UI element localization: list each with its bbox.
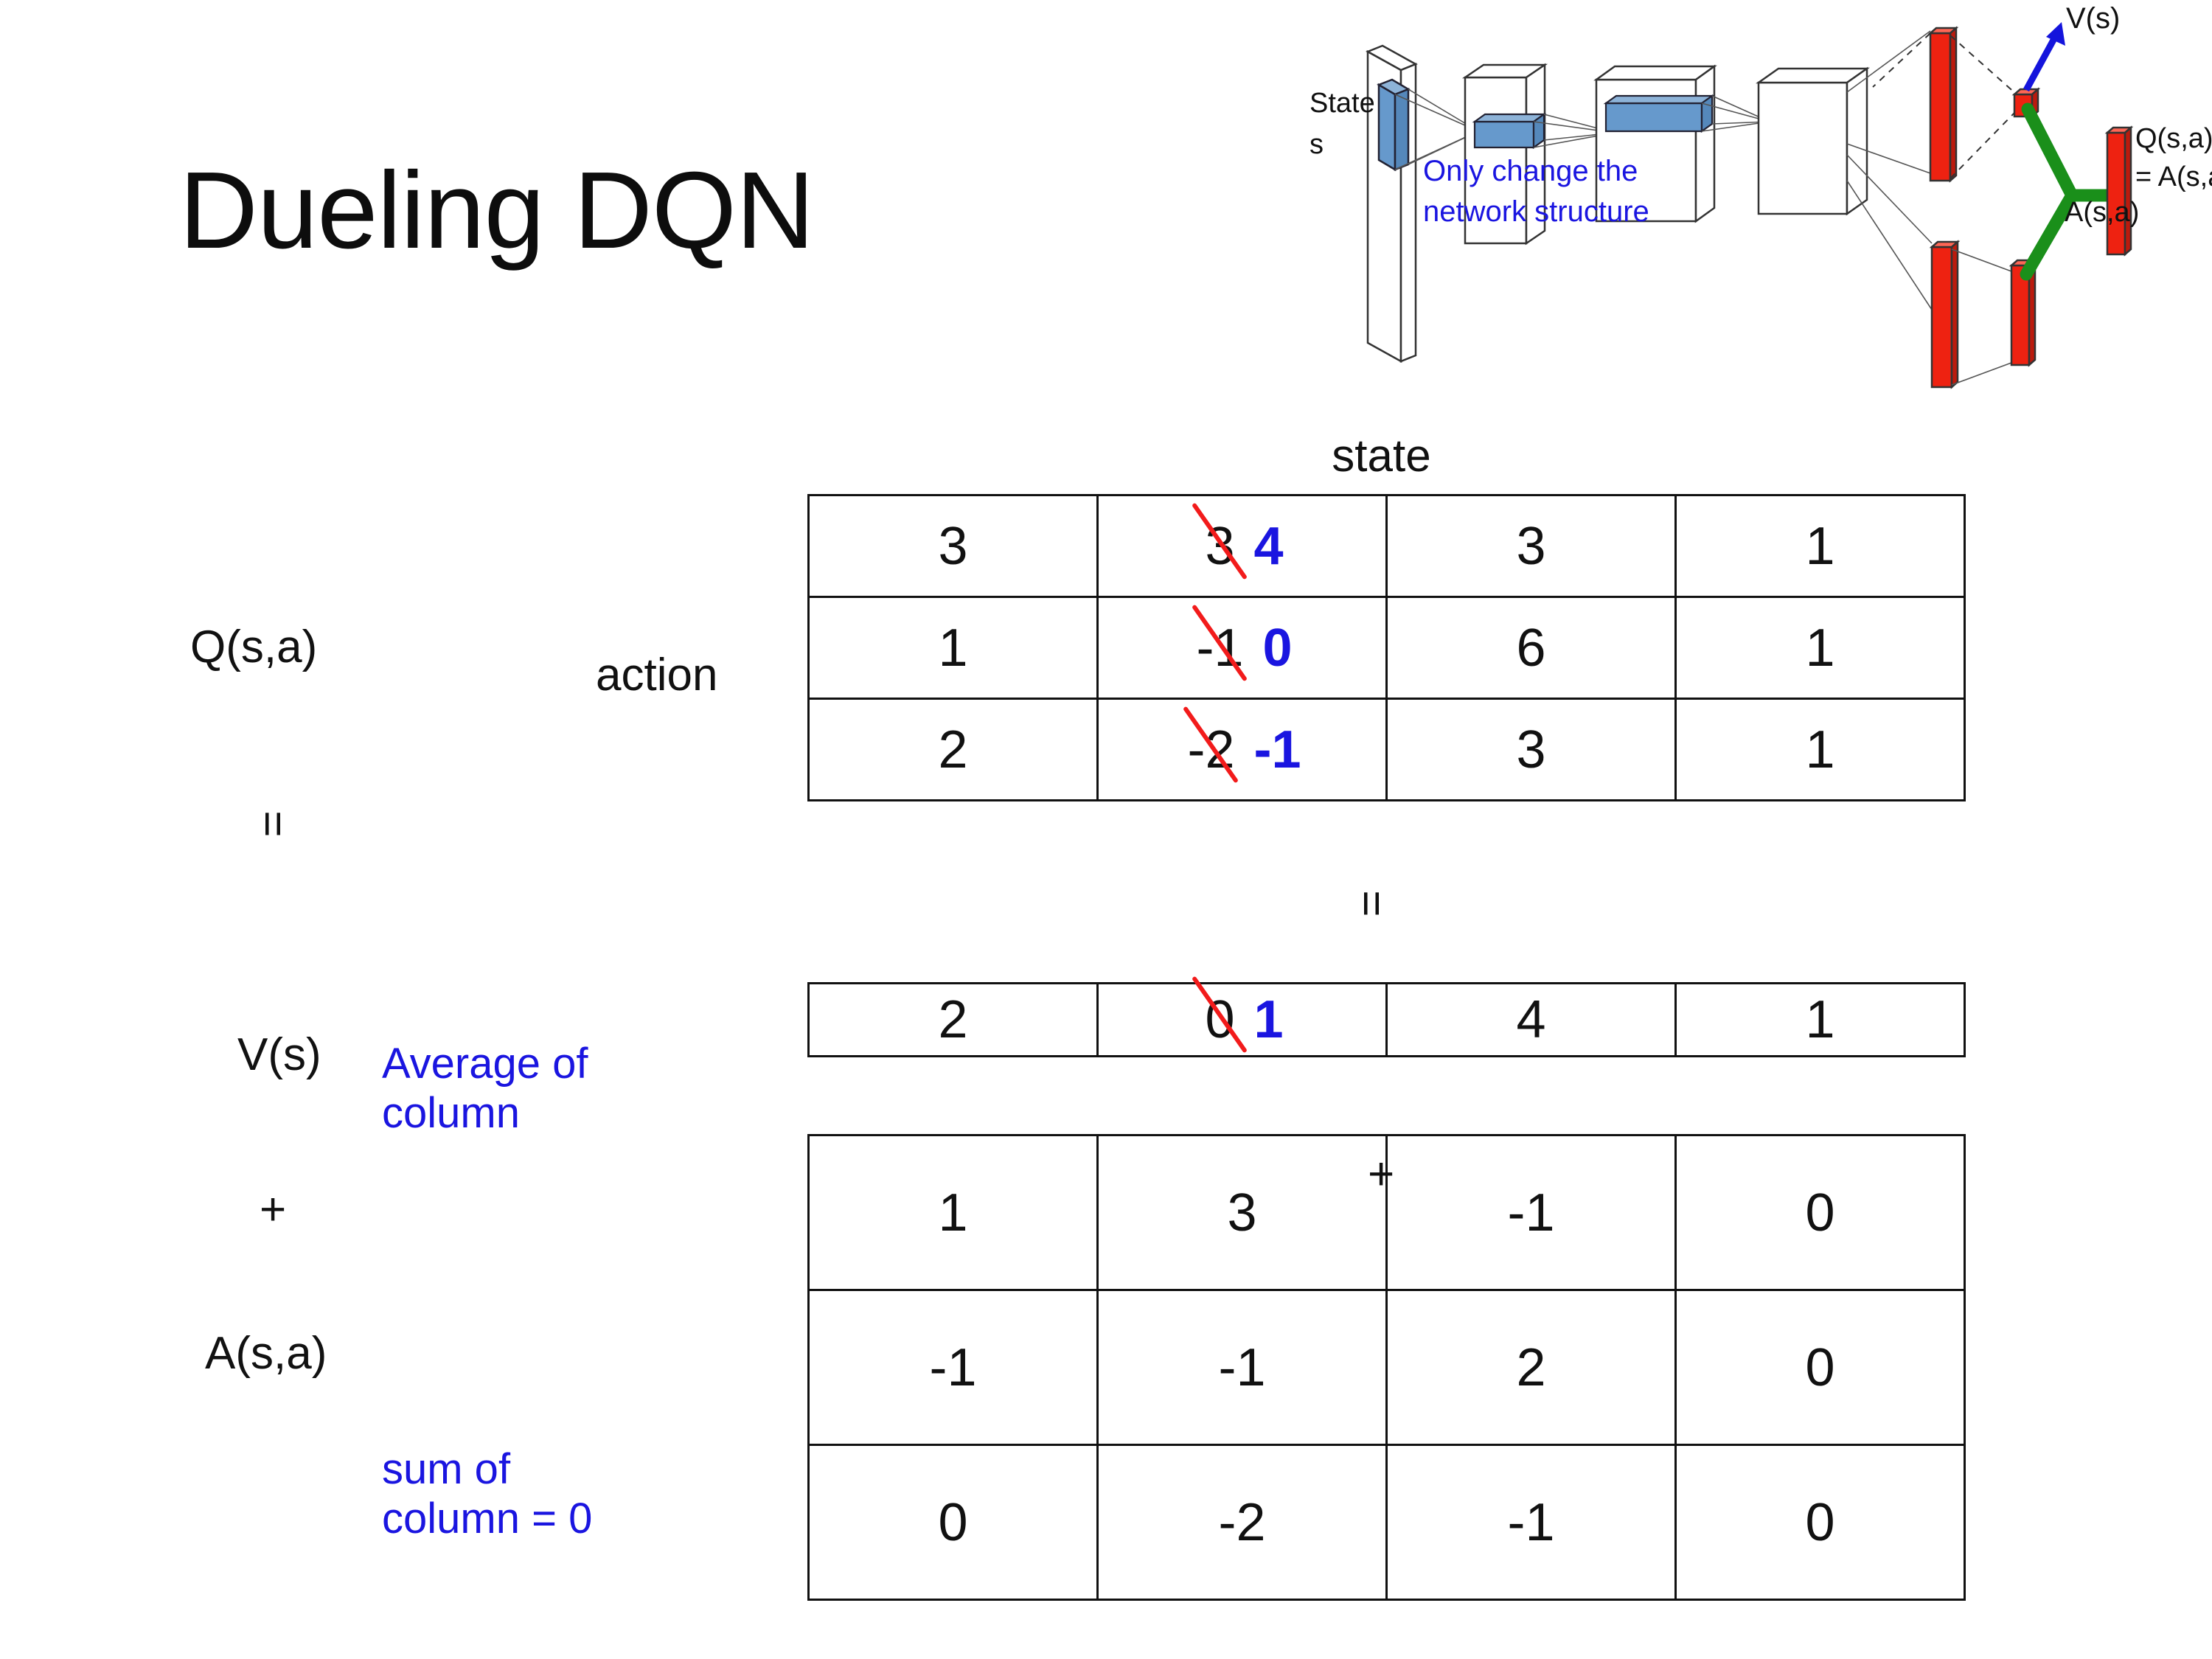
table-cell: 1 [1674, 982, 1966, 1057]
diagram-note-line2: network structure [1423, 195, 1649, 228]
table-cell: -2 [1096, 1444, 1388, 1601]
corrected-new-value: 0 [1262, 618, 1293, 678]
struck-old-value: 3 [1200, 516, 1239, 577]
diagram-state-label-line1: State [1310, 88, 1375, 119]
table-cell-edited: -2-1 [1096, 698, 1388, 801]
corrected-new-value: 4 [1253, 516, 1284, 576]
table-cell: 0 [807, 1444, 1099, 1601]
table-cell: 3 [1385, 494, 1677, 598]
table-cell: 1 [1674, 698, 1966, 801]
page-title: Dueling DQN [179, 150, 815, 271]
q-function-label: Q(s,a) [190, 622, 318, 672]
plus-sign-left: + [260, 1184, 287, 1235]
table-cell: -1 [1096, 1289, 1388, 1446]
equals-sign-left: = [247, 810, 299, 838]
dueling-network-diagram: State s Only change the network structur… [1106, 0, 2212, 413]
corrected-new-value: -1 [1253, 720, 1301, 779]
diagram-note-line1: Only change the [1423, 155, 1638, 187]
table-cell: 0 [1674, 1444, 1966, 1601]
table-cell: 2 [1385, 1289, 1677, 1446]
corrected-new-value: 1 [1253, 990, 1284, 1049]
average-note-line1: Average of [382, 1040, 588, 1088]
average-of-column-note: Average of column [382, 1040, 728, 1138]
table-cell: 2 [807, 698, 1099, 801]
sum-note-line2: column = 0 [382, 1494, 593, 1543]
table-cell: 2 [807, 982, 1099, 1057]
action-axis-label: action [596, 650, 718, 700]
a-function-label: A(s,a) [205, 1328, 327, 1379]
diagram-state-label-line2: s [1310, 129, 1324, 160]
table-cell: 0 [1674, 1134, 1966, 1291]
equals-sign-middle: = [1346, 890, 1397, 917]
struck-old-value: -1 [1192, 618, 1248, 678]
state-axis-label: state [1332, 431, 1431, 481]
table-cell: 1 [807, 596, 1099, 700]
diagram-value-label: V(s) [2066, 2, 2120, 35]
diagram-q-label-line2: = A(s,a)+V(s) [2135, 161, 2212, 192]
diagram-q-label-line1: Q(s,a) [2135, 123, 2212, 154]
v-function-label: V(s) [237, 1029, 321, 1080]
struck-old-value: 0 [1200, 990, 1239, 1050]
table-cell: -1 [1385, 1134, 1677, 1291]
average-note-line2: column [382, 1088, 520, 1137]
table-cell: 1 [1674, 596, 1966, 700]
table-cell: 3 [1096, 1134, 1388, 1291]
sum-note-line1: sum of [382, 1445, 511, 1493]
diagram-advantage-label: A(s,a) [2065, 197, 2139, 228]
table-cell: 1 [807, 1134, 1099, 1291]
table-cell: -1 [807, 1289, 1099, 1446]
table-cell: 4 [1385, 982, 1677, 1057]
table-cell: 0 [1674, 1289, 1966, 1446]
table-cell: 3 [1385, 698, 1677, 801]
sum-of-column-note: sum of column = 0 [382, 1445, 728, 1543]
table-cell: -1 [1385, 1444, 1677, 1601]
table-cell: 3 [807, 494, 1099, 598]
table-cell: 1 [1674, 494, 1966, 598]
table-cell: 6 [1385, 596, 1677, 700]
struck-old-value: -2 [1183, 720, 1239, 780]
